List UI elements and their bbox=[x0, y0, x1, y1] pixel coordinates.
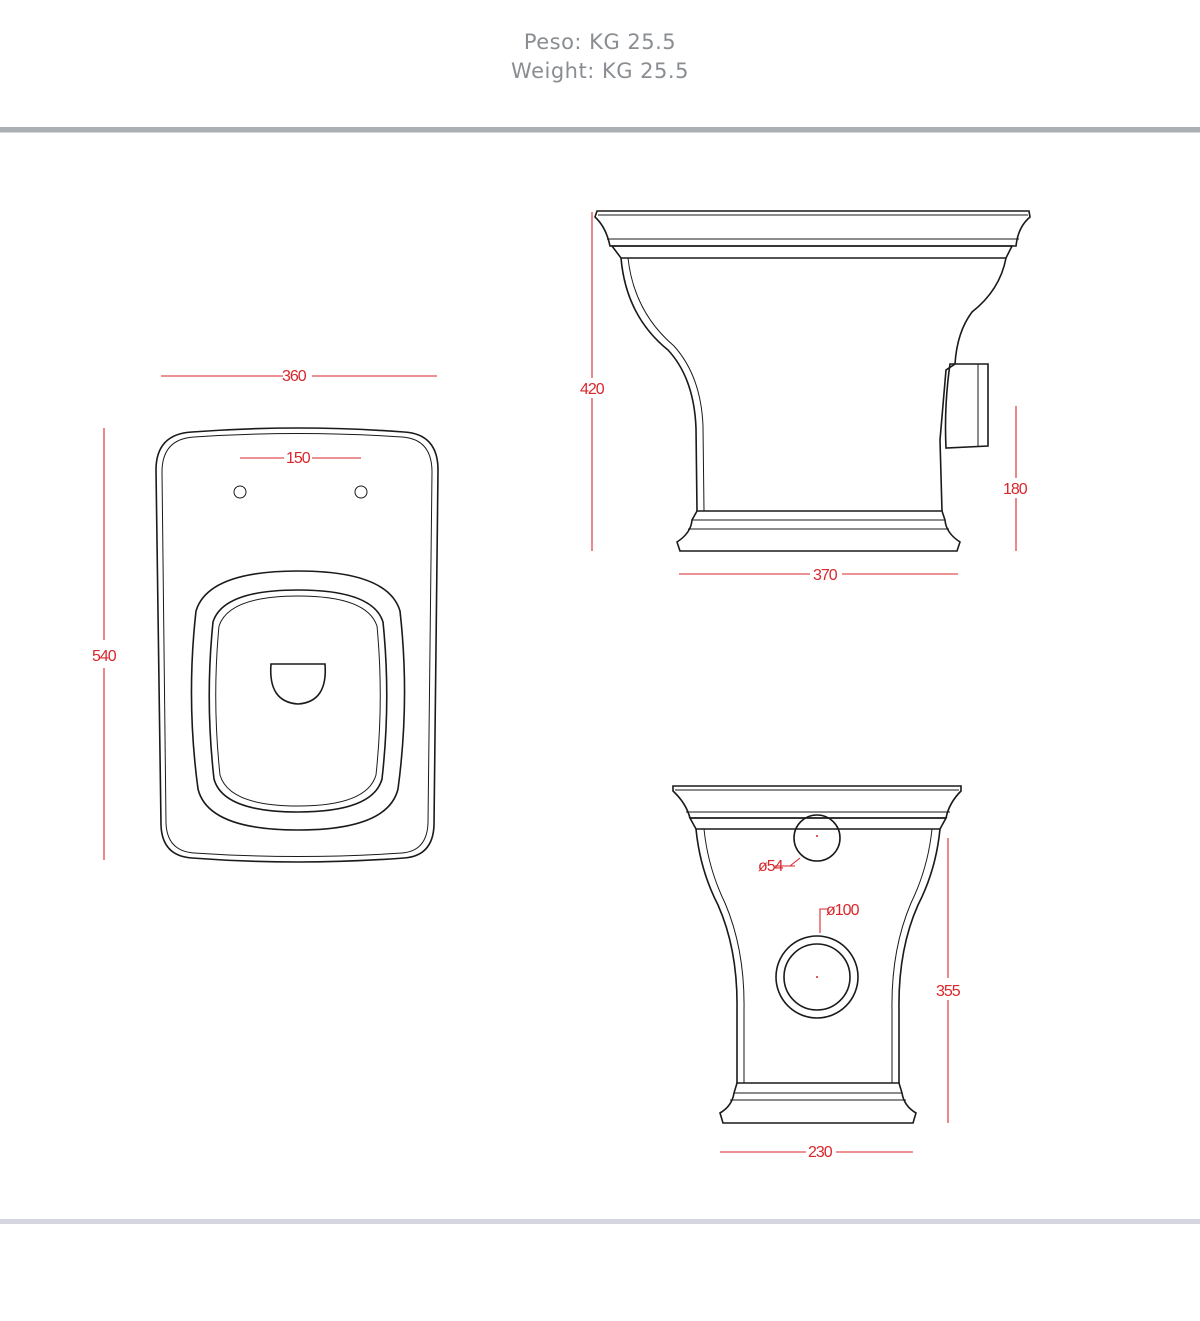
bowl-inner-edge bbox=[215, 595, 381, 807]
dim-label-54: ø54 bbox=[758, 858, 784, 875]
drain-hole bbox=[269, 663, 327, 705]
dim-label-355: 355 bbox=[936, 983, 961, 1000]
side-view bbox=[594, 210, 1031, 552]
dim-label-540: 540 bbox=[92, 648, 117, 665]
leader-100 bbox=[819, 908, 828, 933]
back-body-right-inner bbox=[891, 828, 933, 1083]
top-divider bbox=[0, 127, 1200, 133]
side-base bbox=[676, 510, 961, 552]
side-body-front-inner bbox=[627, 257, 705, 512]
bottom-divider bbox=[0, 1219, 1200, 1224]
dim-label-370: 370 bbox=[813, 567, 838, 584]
back-body-left bbox=[695, 828, 738, 1083]
outlet-center-mark bbox=[816, 976, 818, 978]
weight-header: Peso: KG 25.5 Weight: KG 25.5 bbox=[0, 28, 1200, 86]
bowl-inner-rim bbox=[208, 589, 388, 813]
outlet-hole-outer bbox=[775, 935, 859, 1019]
side-rim bbox=[594, 210, 1031, 247]
dim-label-230: 230 bbox=[808, 1144, 833, 1161]
inlet-hole bbox=[793, 814, 841, 862]
weight-italian: Peso: KG 25.5 bbox=[523, 30, 677, 54]
dim-label-100: ø100 bbox=[826, 902, 860, 919]
back-view-dimensions: ø54 ø100 355 230 bbox=[720, 838, 962, 1161]
inlet-center-mark bbox=[816, 835, 818, 837]
fixing-hole-left bbox=[233, 485, 247, 499]
weight-english: Weight: KG 25.5 bbox=[511, 59, 689, 83]
top-view-outline bbox=[155, 427, 439, 863]
side-outlet-spigot bbox=[944, 363, 989, 449]
dim-label-360: 360 bbox=[282, 368, 307, 385]
top-view-dimensions: 360 150 540 bbox=[92, 368, 437, 860]
dim-label-420: 420 bbox=[580, 381, 605, 398]
side-body-back bbox=[939, 257, 1007, 512]
back-body-left-inner bbox=[703, 828, 745, 1083]
bowl-outer-rim bbox=[190, 570, 406, 831]
fixing-hole-right bbox=[354, 485, 368, 499]
back-neck bbox=[688, 817, 948, 830]
back-body-right bbox=[898, 828, 941, 1083]
back-base bbox=[719, 1082, 917, 1124]
dim-label-150: 150 bbox=[286, 450, 311, 467]
side-view-dimensions: 420 180 370 bbox=[580, 212, 1029, 584]
side-neck bbox=[610, 245, 1014, 259]
back-rim bbox=[672, 785, 962, 819]
leader-54 bbox=[789, 857, 801, 867]
outlet-hole-inner bbox=[783, 943, 851, 1011]
top-view bbox=[155, 427, 439, 863]
back-view bbox=[672, 785, 962, 1124]
top-view-inner-outline bbox=[161, 433, 433, 857]
side-body-front bbox=[620, 257, 698, 512]
dim-label-180: 180 bbox=[1003, 481, 1028, 498]
